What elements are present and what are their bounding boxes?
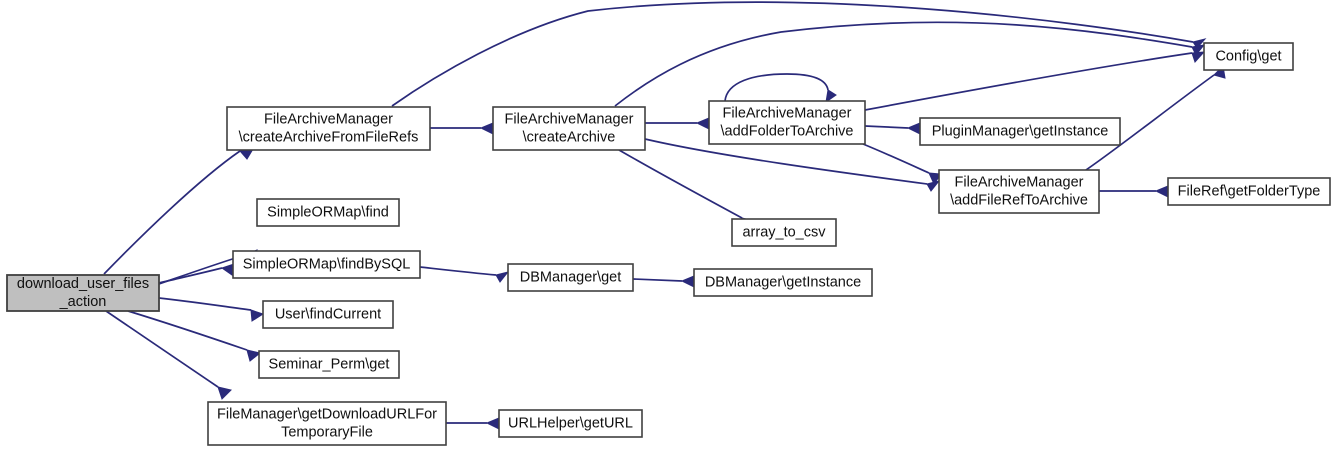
arrowhead-icon [1192, 38, 1207, 49]
node-box-configGet[interactable] [1203, 42, 1294, 71]
node-label-createArchiveFromFileRefs: FileArchiveManager [264, 111, 393, 127]
edge-createArchiveFromFileRefs-to-configGet [391, 1, 1194, 107]
node-dbManagerGetInstance[interactable]: DBManager\getInstance [693, 268, 873, 297]
node-arrayToCsv[interactable]: array_to_csv [731, 218, 837, 247]
node-createArchiveFromFileRefs[interactable]: FileArchiveManager \createArchiveFromFile… [226, 106, 431, 151]
arrowhead-icon [680, 275, 695, 288]
node-box-createArchive[interactable] [492, 106, 646, 151]
node-box-addFolderToArchive[interactable] [708, 100, 866, 145]
node-urlHelperGetURL[interactable]: URLHelper\getURL [498, 409, 643, 438]
edge-download_user_files_action-to-createArchiveFromFileRefs [103, 150, 241, 275]
arrowhead-icon [495, 271, 510, 283]
node-box-dbManagerGetInstance[interactable] [693, 268, 873, 297]
node-label-seminarPermGet: Seminar_Perm\get [269, 356, 390, 372]
edges-layer [103, 1, 1226, 430]
node-label-addFileRefToArchive: \addFileRefToArchive [950, 192, 1088, 208]
node-createArchive[interactable]: FileArchiveManager \createArchive [492, 106, 646, 151]
node-label-dbManagerGet: DBManager\get [520, 269, 622, 285]
node-box-simpleORMapFind[interactable] [256, 198, 400, 227]
arrowhead-icon [928, 172, 942, 186]
node-addFileRefToArchive[interactable]: FileArchiveManager \addFileRefToArchive [938, 169, 1100, 214]
arrowhead-icon [246, 349, 262, 362]
arrowhead-icon [479, 122, 494, 135]
arrowhead-icon [825, 89, 837, 104]
edge-download_user_files_action-to-seminarPermGet [127, 310, 248, 351]
node-label-dbManagerGetInstance: DBManager\getInstance [705, 274, 861, 290]
node-label-userFindCurrent: User\findCurrent [275, 306, 381, 322]
node-pluginManagerGetInstance[interactable]: PluginManager\getInstance [919, 117, 1121, 146]
node-label-simpleORMapFind: SimpleORMap\find [267, 204, 389, 220]
node-label-fileManagerGetDownloadURLForTemporaryFile: TemporaryFile [281, 424, 373, 440]
nodes-layer: download_user_files _action FileArchiveMan… [6, 42, 1331, 446]
arrowhead-icon [1154, 185, 1169, 198]
node-box-pluginManagerGetInstance[interactable] [919, 117, 1121, 146]
node-userFindCurrent[interactable]: User\findCurrent [262, 300, 394, 329]
node-box-fileRefGetFolderType[interactable] [1167, 177, 1331, 206]
edge-addFolderToArchive-to-pluginManagerGetInstance [864, 125, 909, 129]
edge-addFolderToArchive-to-configGet [864, 52, 1193, 111]
node-download_user_files_action[interactable]: download_user_files _action [6, 274, 160, 312]
node-label-fileRefGetFolderType: FileRef\getFolderType [1178, 183, 1321, 199]
node-box-dbManagerGet[interactable] [507, 263, 634, 292]
node-box-seminarPermGet[interactable] [258, 350, 400, 379]
node-box-createArchiveFromFileRefs[interactable] [226, 106, 431, 151]
node-label-addFolderToArchive: \addFolderToArchive [721, 123, 854, 139]
node-simpleORMapFindBySQL[interactable]: SimpleORMap\findBySQL [232, 250, 421, 279]
node-label-createArchive: FileArchiveManager [505, 111, 634, 127]
edge-download_user_files_action-to-fileManagerGetDownloadURLForTemporaryFile [105, 310, 219, 388]
node-box-urlHelperGetURL[interactable] [498, 409, 643, 438]
node-box-addFileRefToArchive[interactable] [938, 169, 1100, 214]
node-label-urlHelperGetURL: URLHelper\getURL [508, 415, 633, 431]
node-box-arrayToCsv[interactable] [731, 218, 837, 247]
node-label-arrayToCsv: array_to_csv [742, 224, 826, 240]
node-box-download_user_files_action[interactable] [6, 274, 160, 312]
arrowhead-icon [250, 309, 265, 322]
edge-addFolderToArchive-to-addFileRefToArchive [862, 143, 930, 174]
node-addFolderToArchive[interactable]: FileArchiveManager \addFolderToArchive [708, 100, 866, 145]
node-configGet[interactable]: Config\get [1203, 42, 1294, 71]
edge-simpleORMapFindBySQL-to-dbManagerGet [419, 266, 497, 276]
node-label-createArchiveFromFileRefs: \createArchiveFromFileRefs [239, 129, 419, 145]
node-label-createArchive: \createArchive [523, 129, 616, 145]
edge-dbManagerGet-to-dbManagerGetInstance [632, 278, 683, 282]
edge-createArchive-to-arrayToCsv [618, 149, 743, 219]
arrowhead-icon [217, 386, 232, 400]
edge-createArchive-to-addFileRefToArchive [644, 138, 928, 185]
node-label-addFileRefToArchive: FileArchiveManager [955, 174, 1084, 190]
node-simpleORMapFind[interactable]: SimpleORMap\find [256, 198, 400, 227]
edge-download_user_files_action-to-userFindCurrent [158, 297, 252, 311]
node-fileManagerGetDownloadURLForTemporaryFile[interactable]: FileManager\getDownloadURLForTemporaryFi… [207, 401, 447, 446]
edge-addFileRefToArchive-to-configGet [1085, 74, 1215, 171]
node-seminarPermGet[interactable]: Seminar_Perm\get [258, 350, 400, 379]
arrowhead-icon [1191, 51, 1206, 63]
node-label-configGet: Config\get [1215, 48, 1281, 64]
node-label-download_user_files_action: _action [59, 294, 107, 310]
node-box-fileManagerGetDownloadURLForTemporaryFile[interactable] [207, 401, 447, 446]
node-label-pluginManagerGetInstance: PluginManager\getInstance [932, 123, 1109, 139]
node-label-addFolderToArchive: FileArchiveManager [723, 105, 852, 121]
node-box-userFindCurrent[interactable] [262, 300, 394, 329]
arrowhead-icon [485, 417, 500, 430]
node-label-download_user_files_action: download_user_files [17, 276, 149, 292]
edge-createArchive-to-configGet [614, 21, 1193, 107]
node-box-simpleORMapFindBySQL[interactable] [232, 250, 421, 279]
node-label-simpleORMapFindBySQL: SimpleORMap\findBySQL [243, 256, 411, 272]
arrowhead-icon [906, 122, 921, 135]
edge-addFolderToArchive-to-addFolderToArchive [724, 73, 829, 102]
edge-download_user_files_action-to-simpleORMapFindBySQL [158, 267, 223, 284]
arrowhead-icon [695, 117, 710, 130]
node-label-fileManagerGetDownloadURLForTemporaryFile: FileManager\getDownloadURLFor [217, 406, 437, 422]
node-dbManagerGet[interactable]: DBManager\get [507, 263, 634, 292]
node-fileRefGetFolderType[interactable]: FileRef\getFolderType [1167, 177, 1331, 206]
